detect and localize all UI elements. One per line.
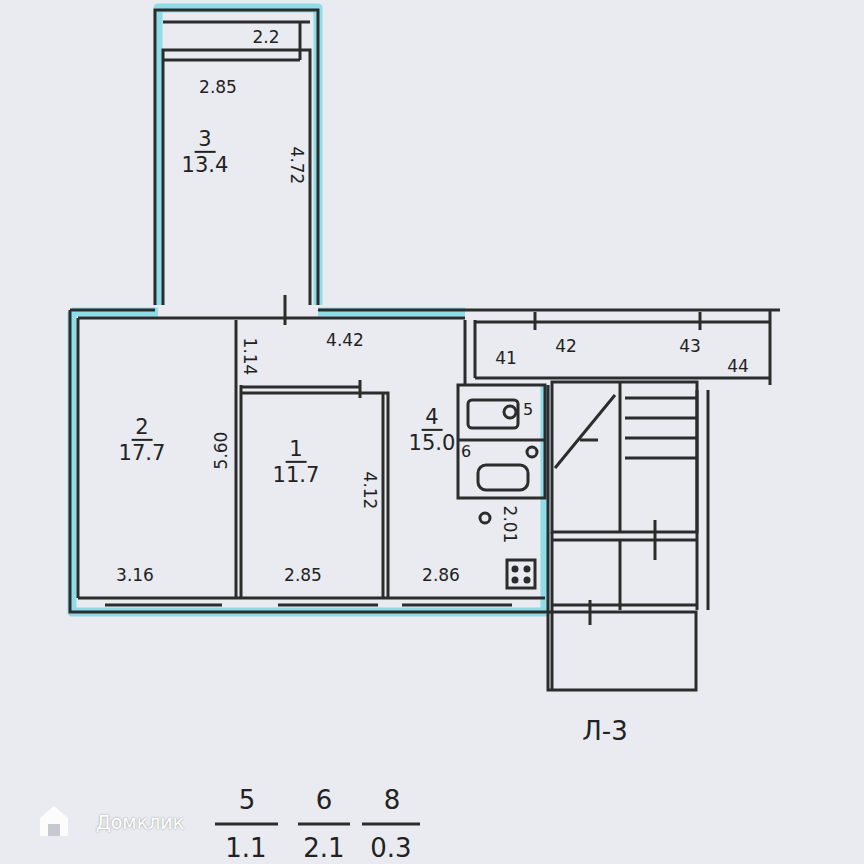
- dimension-label: 2.86: [422, 567, 460, 584]
- dimension-label: 4.72: [288, 146, 305, 184]
- dimension-label: 0.3: [370, 835, 411, 861]
- watermark: Домклик: [96, 813, 184, 832]
- dimension-label: 44: [727, 358, 749, 375]
- room-number: 3: [194, 127, 215, 153]
- dimension-label: 2.2: [252, 29, 279, 46]
- room-area: 313.4: [178, 127, 233, 177]
- dimension-label: 8: [384, 787, 401, 813]
- dimension-label: 5.60: [213, 431, 230, 469]
- room-number: 1: [285, 437, 306, 463]
- room-area-value: 15.0: [405, 431, 460, 455]
- dimension-label: 6: [316, 787, 333, 813]
- room-area: 217.7: [115, 415, 170, 465]
- dimension-label: 3.16: [116, 567, 154, 584]
- room-number: 4: [421, 405, 442, 431]
- room-number: 5: [519, 401, 537, 419]
- dimension-label: 4.12: [361, 471, 378, 509]
- dimension-label: 2.01: [501, 505, 518, 543]
- dimension-label: 2.85: [199, 79, 237, 96]
- dimension-label: 5: [239, 787, 256, 813]
- room-number: 6: [457, 443, 475, 461]
- room-area-value: 17.7: [115, 441, 170, 465]
- room-area-value: 13.4: [178, 153, 233, 177]
- room-area: 111.7: [269, 437, 324, 487]
- dimension-label: 2.1: [303, 835, 344, 861]
- room-area: 415.0: [405, 405, 460, 455]
- dimension-label: 42: [555, 338, 577, 355]
- logo-icon: [40, 806, 68, 836]
- dimension-label: 2.85: [284, 567, 322, 584]
- dimension-label: 4.42: [326, 332, 364, 349]
- dimension-label: 43: [679, 338, 701, 355]
- dimension-label: 41: [495, 350, 517, 367]
- dimension-label: 1.1: [225, 835, 266, 861]
- dimension-label: Л-3: [582, 718, 627, 744]
- room-number: 2: [131, 415, 152, 441]
- room-area-value: 11.7: [269, 463, 324, 487]
- room-area: 6: [457, 443, 475, 461]
- dimension-label: 1.14: [241, 337, 258, 375]
- room-area: 5: [519, 401, 537, 419]
